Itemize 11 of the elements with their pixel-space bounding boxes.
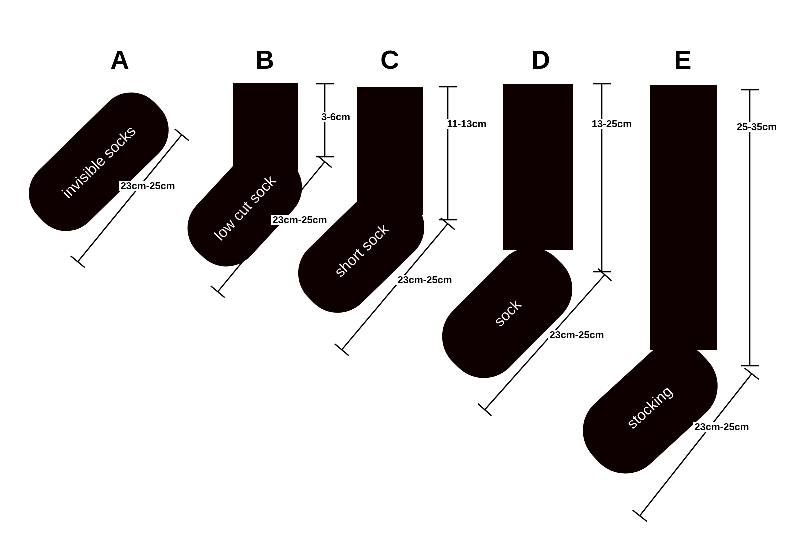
letter-heading: B [257, 51, 274, 69]
letter-heading: E [676, 51, 691, 69]
dimension-label: 3-6cm [320, 112, 352, 122]
dimension-label: 13-25cm [590, 118, 634, 130]
dimension-label: 23cm-25cm [119, 180, 177, 192]
letter-heading: C [382, 50, 399, 70]
dimension-label: 11-13cm [446, 118, 488, 130]
dimension-label: 25-35cm [735, 122, 778, 132]
dimension-label: 23cm-25cm [693, 422, 751, 432]
letter-heading: A [111, 51, 129, 69]
letter-heading: D [533, 51, 550, 69]
